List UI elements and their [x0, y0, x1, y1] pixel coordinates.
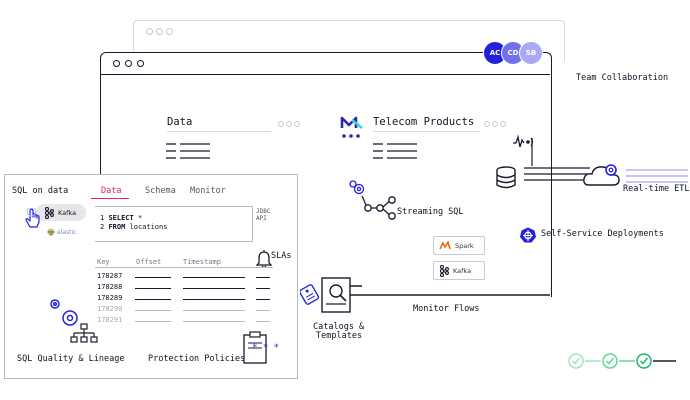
elastic-icon — [47, 228, 55, 236]
kafka-label: Kafka — [453, 266, 472, 275]
table-row-key: 178291 — [97, 316, 123, 324]
more-dot — [286, 121, 292, 127]
column-header-key: Key — [97, 258, 110, 266]
more-dot — [294, 121, 300, 127]
spark-label: Spark — [455, 241, 474, 250]
etl-flow-lines — [524, 138, 688, 183]
data-section-title: Data — [167, 116, 193, 128]
window-dot — [113, 60, 120, 67]
database-icon — [496, 166, 516, 189]
table-row-key: 178290 — [97, 305, 123, 313]
catalogs-label-line1: Catalogs & — [313, 322, 365, 332]
more-dot — [484, 121, 490, 127]
cloud-gear-icon — [583, 164, 620, 186]
hand-cursor-icon — [25, 208, 40, 228]
table-cell — [135, 310, 171, 311]
streaming-graph-icon — [349, 180, 396, 220]
active-tab-underline — [91, 198, 129, 199]
more-dot — [500, 121, 506, 127]
realtime-etl-label: Real-time ETL — [623, 184, 690, 194]
kafka-icon — [44, 206, 54, 219]
table-cell — [183, 310, 245, 311]
table-cell — [183, 277, 245, 278]
tab-monitor[interactable]: Monitor — [190, 186, 226, 196]
tab-data[interactable]: Data — [101, 186, 122, 196]
table-cell — [256, 321, 270, 322]
catalog-search-icon — [300, 277, 351, 313]
spark-chip[interactable]: Spark — [433, 236, 485, 255]
list-lines-icon — [166, 143, 210, 159]
streaming-sql-label: Streaming SQL — [397, 207, 464, 217]
kafka-source-pill[interactable]: Kafka — [36, 204, 86, 221]
window-dot — [166, 28, 173, 35]
team-collaboration-label: Team Collaboration — [576, 73, 669, 83]
monitor-flows-label: Monitor Flows — [413, 304, 480, 314]
lineage-gears-icon — [50, 299, 98, 343]
jdbc-label: JDBC — [256, 208, 271, 215]
table-row-key: 178287 — [97, 272, 123, 280]
svg-text:* * * *: * * * * — [252, 343, 282, 353]
table-cell — [183, 321, 245, 322]
clipboard-password-icon: * * * * — [243, 331, 282, 364]
table-cell — [135, 299, 171, 300]
telecom-logo-icon — [340, 116, 363, 138]
monitor-flow-line — [340, 285, 550, 296]
telecom-products-title: Telecom Products — [373, 116, 475, 128]
table-row-key: 178288 — [97, 283, 123, 291]
window-dot — [156, 28, 163, 35]
table-header-divider — [95, 267, 273, 268]
sql-code-editor[interactable] — [95, 206, 253, 242]
table-cell — [256, 277, 270, 278]
list-lines-icon — [373, 143, 417, 159]
kafka-chip[interactable]: Kafka — [433, 261, 485, 280]
window-titlebar-divider — [101, 74, 550, 75]
window-dot — [125, 60, 132, 67]
kubernetes-icon — [520, 227, 536, 243]
section-divider — [373, 131, 480, 132]
table-cell — [135, 321, 171, 322]
column-header-timestamp: Timestamp — [183, 258, 221, 266]
avatar-sb[interactable]: SB — [519, 41, 543, 65]
self-service-label: Self-Service Deployments — [541, 229, 664, 239]
column-header-offset: Offset — [136, 258, 162, 266]
table-row-key: 178289 — [97, 294, 123, 302]
elastic-label: elastic — [57, 228, 77, 236]
table-cell — [256, 310, 270, 311]
protection-policies-label: Protection Policies — [148, 354, 246, 364]
progress-checks — [568, 353, 676, 369]
table-cell — [256, 288, 270, 289]
sql-on-data-label: SQL on data — [12, 186, 69, 196]
code-line-1: 1 SELECT * — [100, 214, 143, 222]
table-cell — [183, 288, 245, 289]
api-label: API — [256, 215, 267, 222]
bell-icon — [256, 250, 272, 269]
elastic-chip[interactable]: elastic — [47, 228, 76, 236]
code-line-2: 2 FROM locations — [100, 223, 168, 231]
slas-label: SLAs — [271, 251, 292, 261]
table-cell — [256, 299, 270, 300]
section-divider — [167, 131, 271, 132]
window-dot — [146, 28, 153, 35]
catalogs-label-line2: Templates — [316, 331, 363, 341]
tab-schema[interactable]: Schema — [145, 186, 176, 196]
table-cell — [135, 277, 171, 278]
spark-icon — [439, 240, 451, 249]
table-cell — [135, 288, 171, 289]
more-dot — [492, 121, 498, 127]
window-dot — [137, 60, 144, 67]
kafka-icon — [439, 264, 449, 277]
sql-quality-label: SQL Quality & Lineage — [17, 354, 125, 364]
table-cell — [183, 299, 245, 300]
more-dot — [278, 121, 284, 127]
kafka-pill-label: Kafka — [58, 208, 77, 217]
